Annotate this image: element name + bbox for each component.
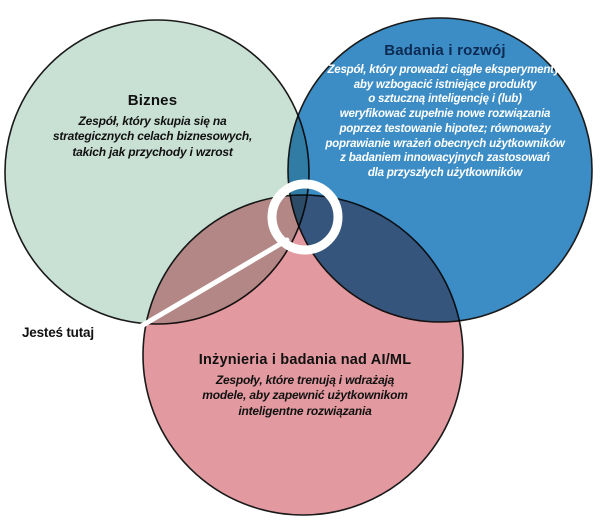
rnd-title: Badania i rozwój xyxy=(384,42,506,59)
you-are-here-pointer-line xyxy=(130,237,290,334)
you-are-here-ring xyxy=(267,179,343,255)
engineering-description: Zespoły, które trenują i wdrażają modele… xyxy=(202,373,408,418)
engineering-title: Inżynieria i badania nad AI/ML xyxy=(198,352,412,368)
business-description: Zespół, który skupia się na strategiczny… xyxy=(52,114,253,159)
business-title: Biznes xyxy=(127,92,178,109)
rnd-description: Zespół, który prowadzi ciągłe eksperymen… xyxy=(325,64,565,180)
you-are-here-label: Jesteś tutaj xyxy=(22,325,94,340)
